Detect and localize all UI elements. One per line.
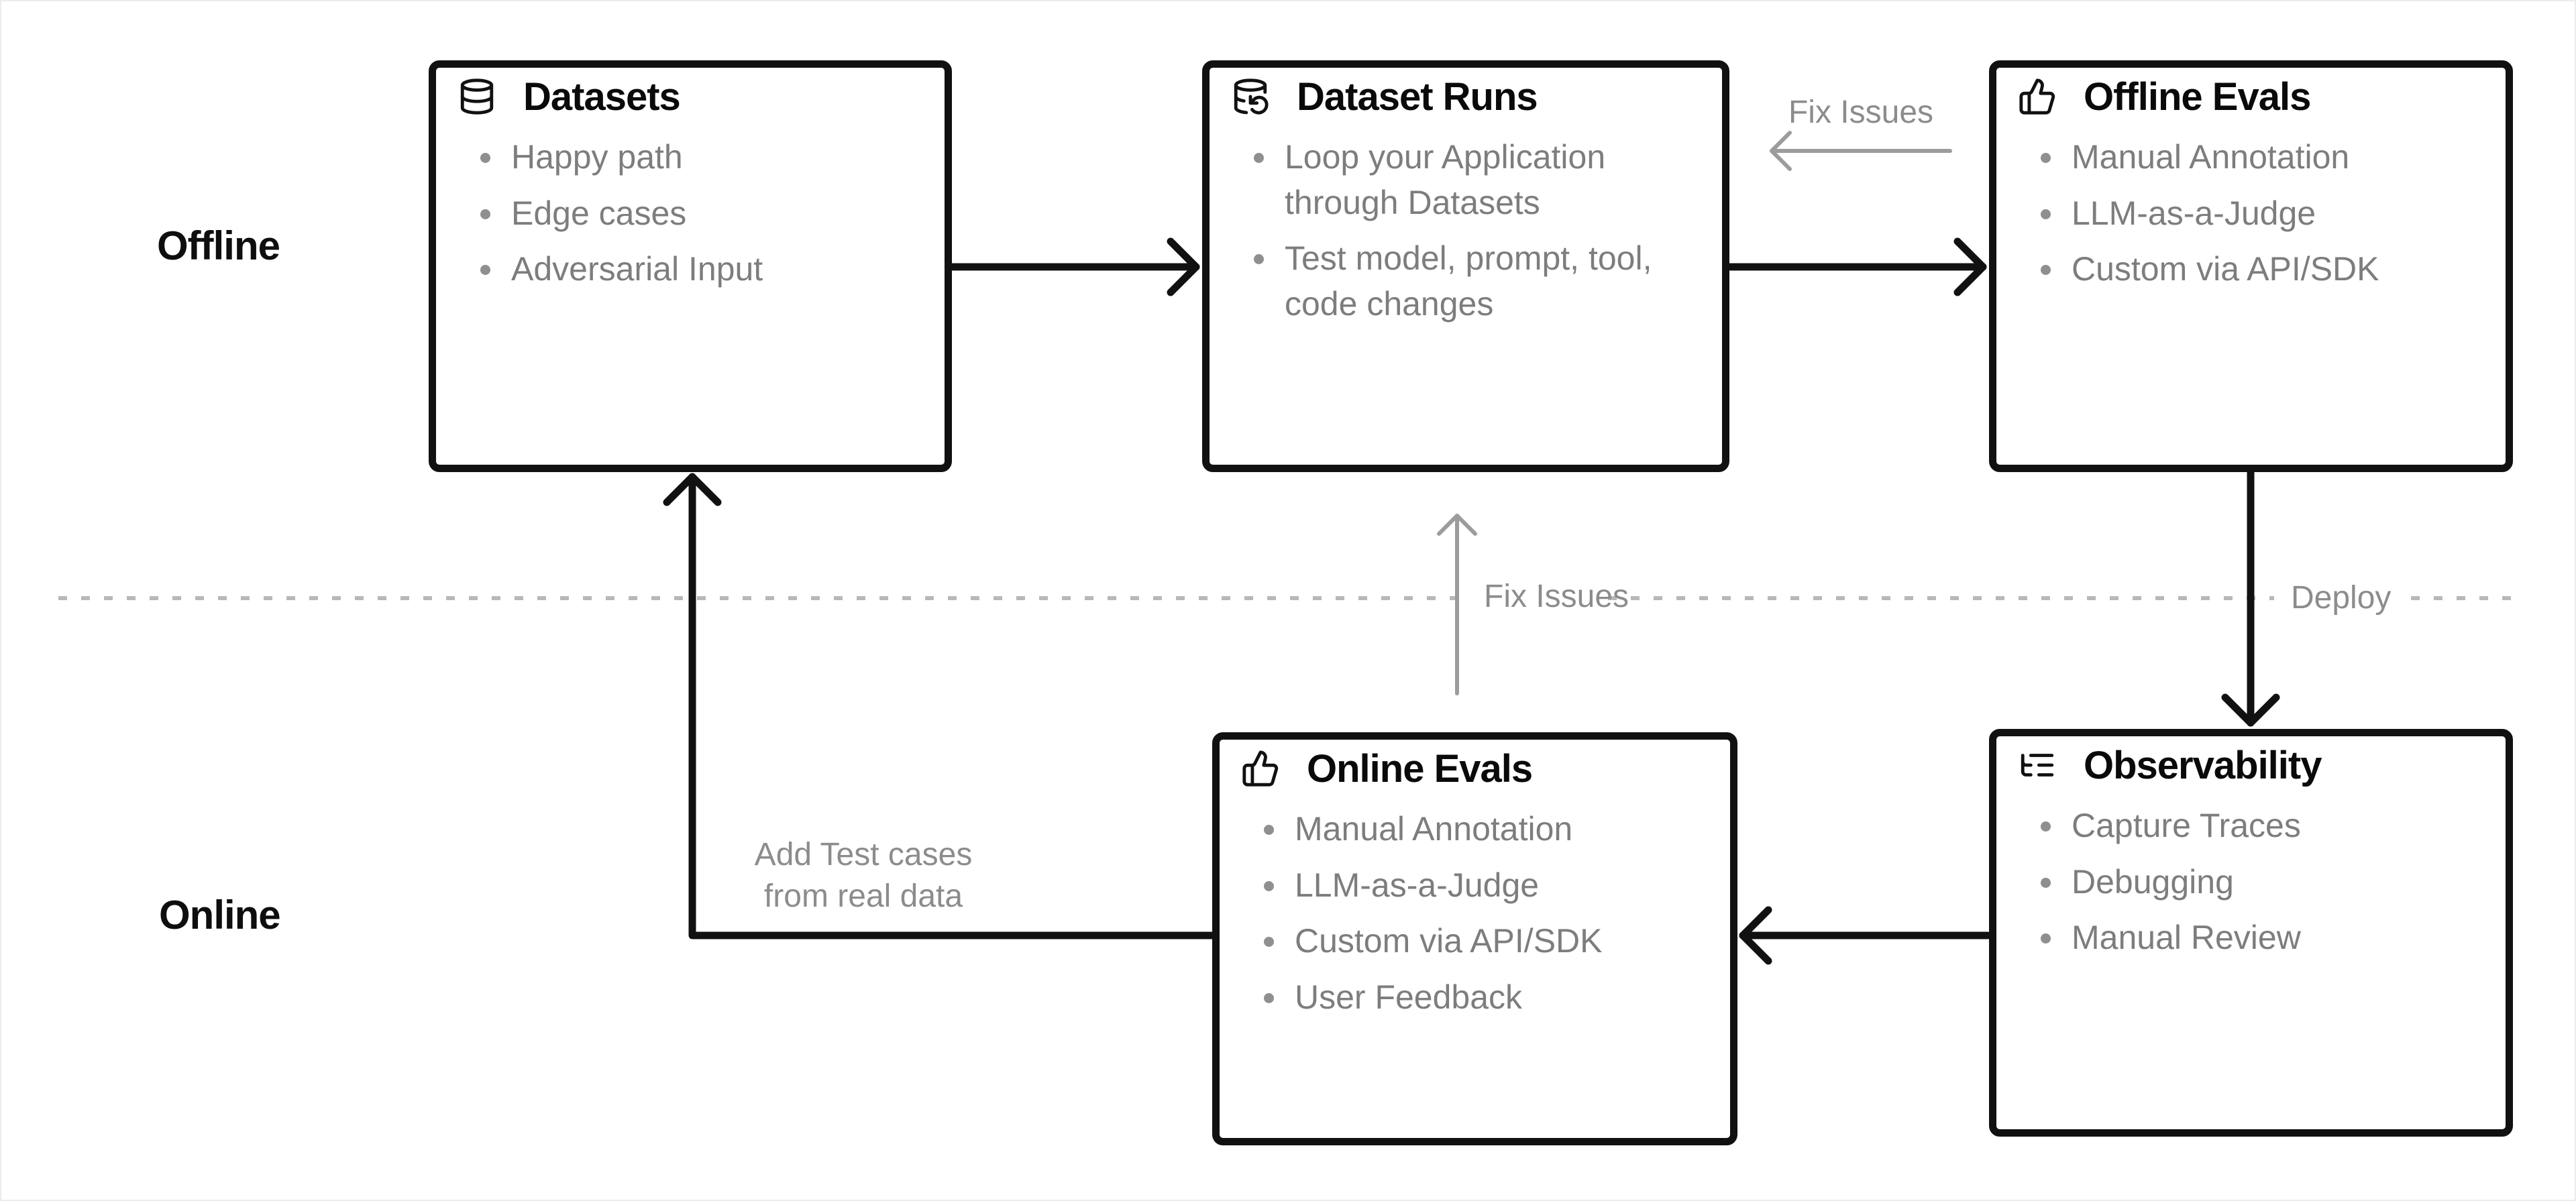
datasets-title-row: Datasets <box>458 74 920 119</box>
list-tree-icon <box>2018 746 2057 785</box>
arrow-observability-to-online-evals <box>1739 906 1992 965</box>
datasets-item-list: Happy path Edge cases Adversarial Input <box>458 135 920 292</box>
dataset-runs-item-list: Loop your Application through Datasets T… <box>1231 135 1698 327</box>
edge-label-add-test-cases-line2: from real data <box>763 878 963 914</box>
list-item: LLM-as-a-Judge <box>2018 191 2481 237</box>
offline-evals-title-row: Offline Evals <box>2018 74 2481 119</box>
box-title: Datasets <box>523 74 681 119</box>
list-item: Custom via API/SDK <box>2018 247 2481 292</box>
box-title: Offline Evals <box>2084 74 2311 119</box>
thumbs-up-icon <box>2018 77 2057 116</box>
online-evals-title-row: Online Evals <box>1241 746 1706 791</box>
lane-label-online: Online <box>159 893 281 937</box>
observability-item-list: Capture Traces Debugging Manual Review <box>2018 803 2481 961</box>
offline-evals-box: Offline Evals Manual Annotation LLM-as-a… <box>1989 60 2513 472</box>
thumbs-up-icon <box>1241 749 1280 788</box>
list-item: User Feedback <box>1241 975 1706 1021</box>
offline-evals-item-list: Manual Annotation LLM-as-a-Judge Custom … <box>2018 135 2481 292</box>
list-item: Manual Review <box>2018 915 2481 961</box>
list-item: Test model, prompt, tool, code changes <box>1231 236 1660 327</box>
box-title: Online Evals <box>1307 746 1533 791</box>
online-evals-item-list: Manual Annotation LLM-as-a-Judge Custom … <box>1241 807 1706 1020</box>
arrow-fix-issues-middle <box>1437 514 1477 695</box>
edge-label-add-test-cases-line1: Add Test cases <box>754 837 973 872</box>
observability-box: Observability Capture Traces Debugging M… <box>1989 729 2513 1137</box>
arrow-fix-issues-top <box>1770 131 1952 171</box>
datasets-box: Datasets Happy path Edge cases Adversari… <box>429 60 952 472</box>
dataset-runs-title-row: Dataset Runs <box>1231 74 1698 119</box>
edge-label-deploy: Deploy <box>2291 580 2392 616</box>
observability-title-row: Observability <box>2018 743 2481 787</box>
list-item: Happy path <box>458 135 920 180</box>
lane-label-offline: Offline <box>157 223 280 268</box>
box-title: Dataset Runs <box>1297 74 1538 119</box>
edge-label-fix-issues-middle: Fix Issues <box>1484 579 1629 614</box>
arrow-deploy <box>2221 468 2280 727</box>
list-item: Manual Annotation <box>2018 135 2481 180</box>
list-item: Capture Traces <box>2018 803 2481 849</box>
arrow-dataset-runs-to-offline-evals <box>1726 237 1987 296</box>
database-refresh-icon <box>1231 77 1270 116</box>
online-evals-box: Online Evals Manual Annotation LLM-as-a-… <box>1212 732 1737 1145</box>
list-item: Loop your Application through Datasets <box>1231 135 1660 225</box>
list-item: Debugging <box>2018 860 2481 905</box>
list-item: Manual Annotation <box>1241 807 1706 852</box>
list-item: Adversarial Input <box>458 247 920 292</box>
dataset-runs-box: Dataset Runs Loop your Application throu… <box>1202 60 1729 472</box>
database-icon <box>458 77 496 116</box>
edge-label-add-test-cases: Add Test cases from real data <box>755 834 973 917</box>
arrow-datasets-to-dataset-runs <box>948 237 1200 296</box>
list-item: LLM-as-a-Judge <box>1241 863 1706 909</box>
box-title: Observability <box>2084 743 2322 787</box>
list-item: Edge cases <box>458 191 920 237</box>
edge-label-fix-issues-top: Fix Issues <box>1788 95 1934 130</box>
list-item: Custom via API/SDK <box>1241 919 1706 964</box>
